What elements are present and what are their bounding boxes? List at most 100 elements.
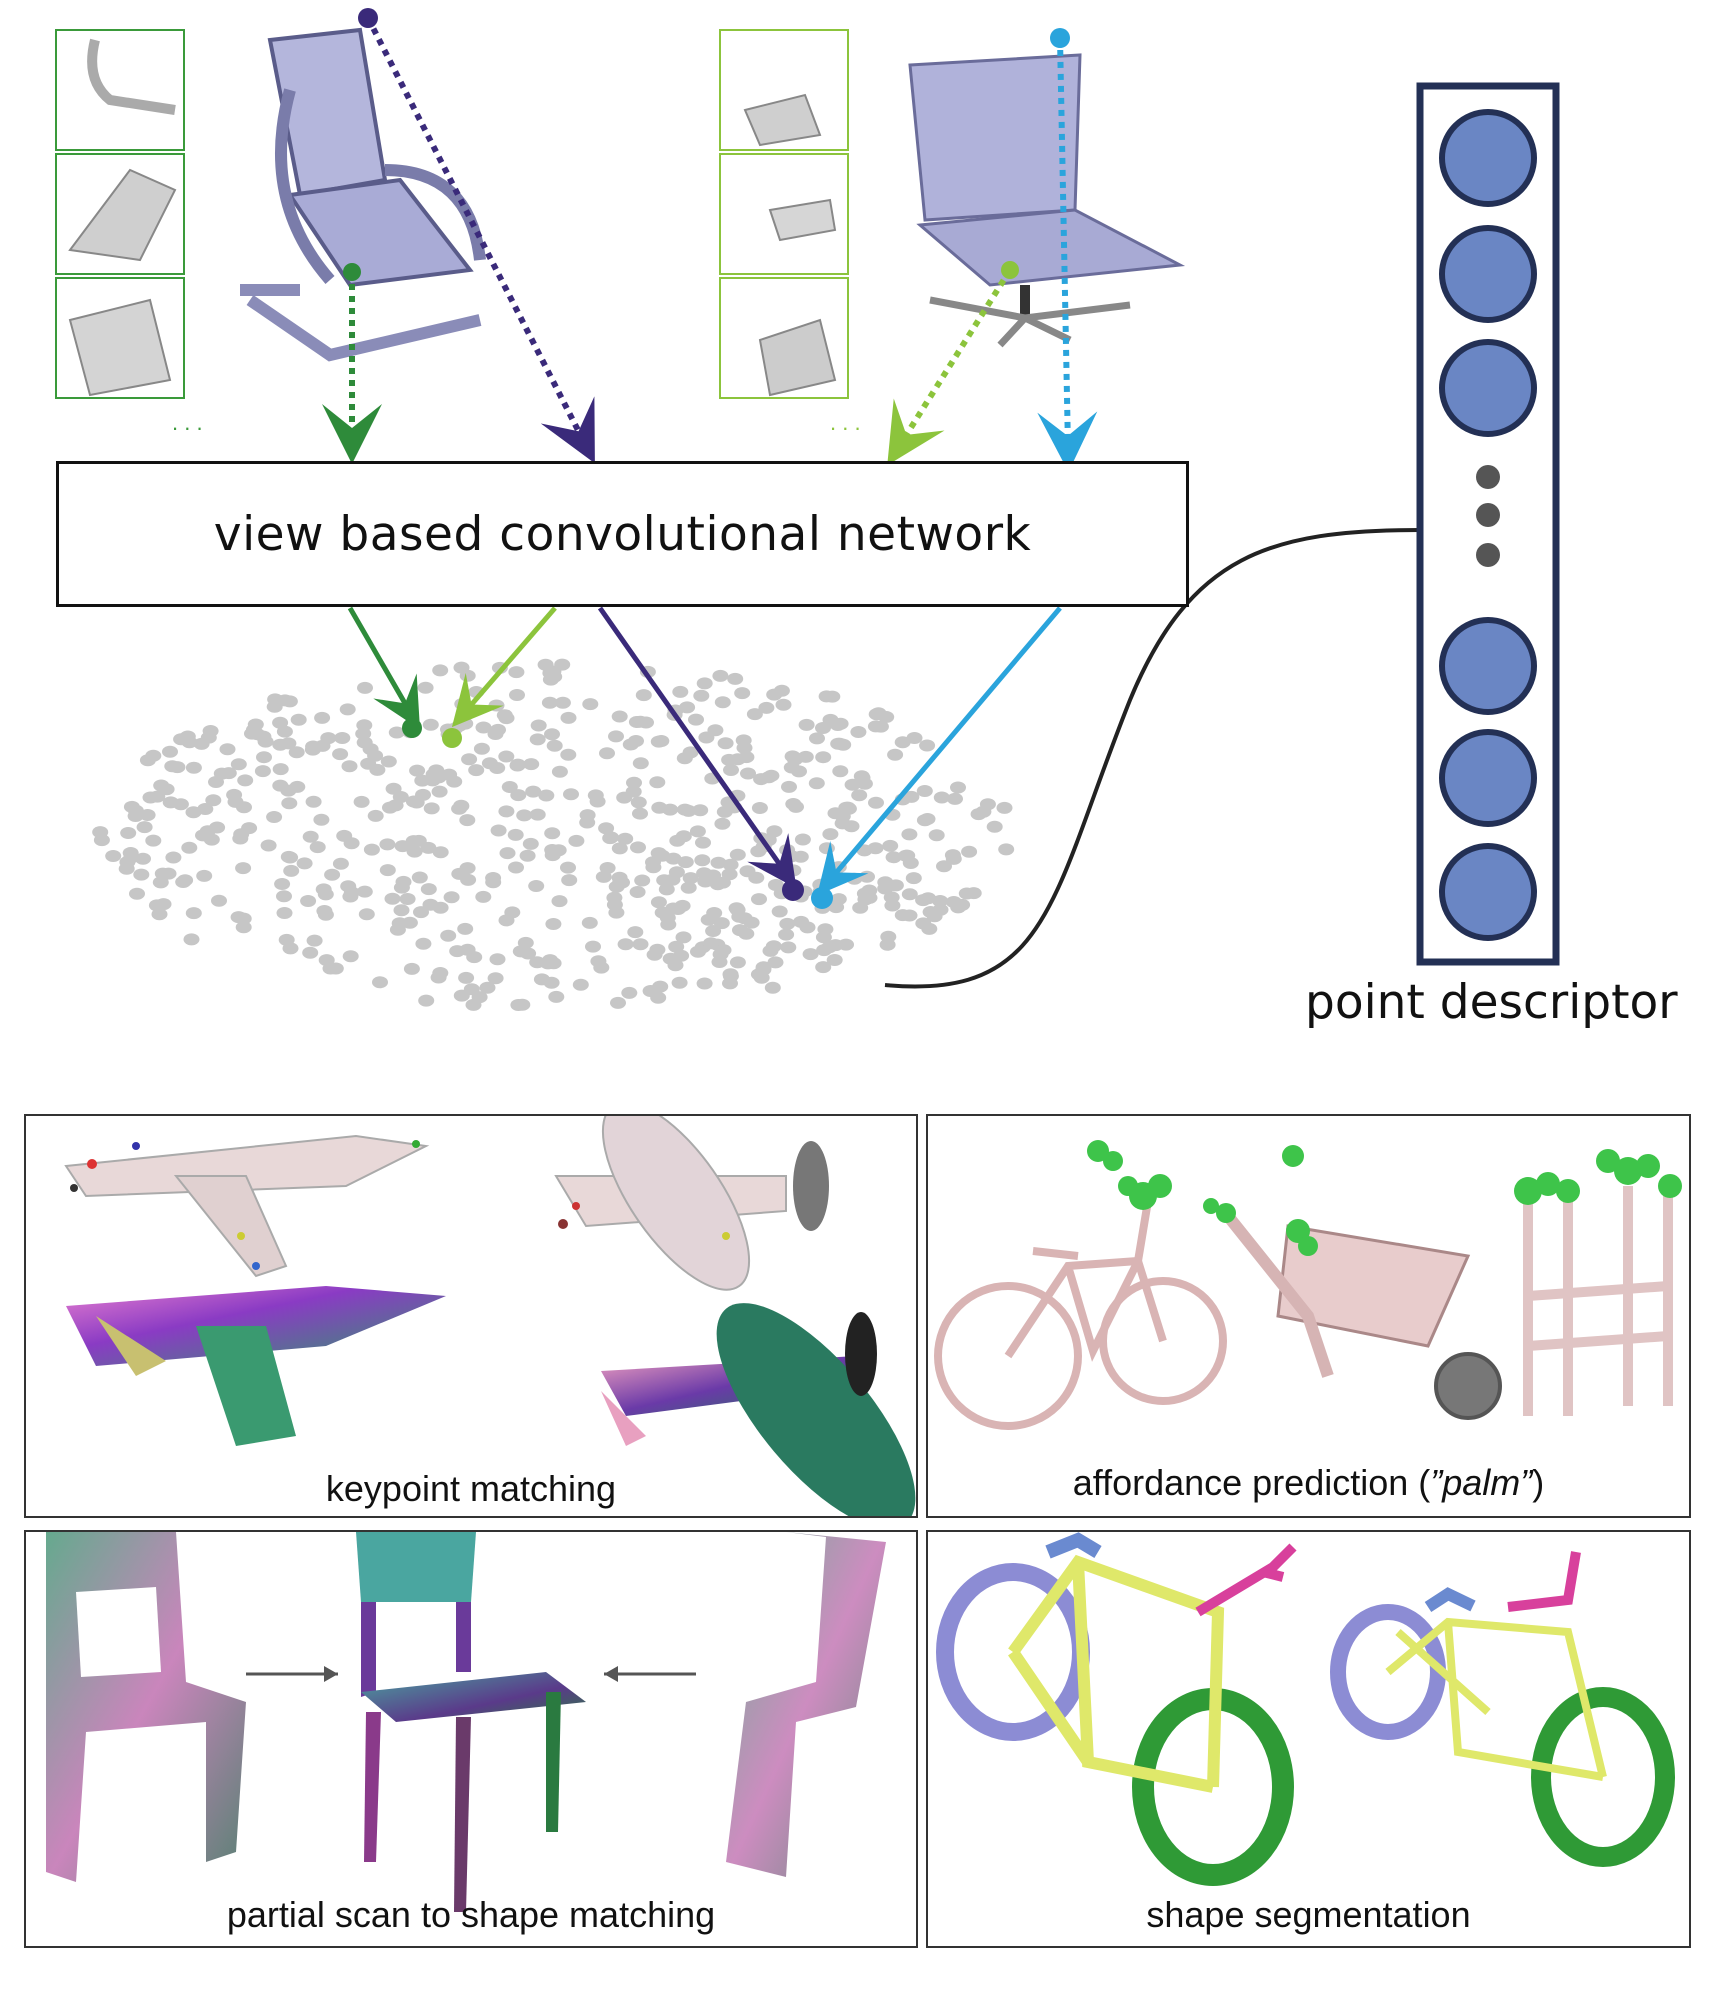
cloud-point [213,767,230,780]
cloud-point [341,760,358,773]
cloud-point [905,872,922,885]
ellipsis-dot [1476,503,1500,527]
cloud-point [289,780,306,793]
cloud-point [717,737,734,750]
cloud-point [746,708,763,721]
cloud-point [817,923,834,936]
cloud-point [332,748,349,761]
cloud-point [696,867,713,880]
cloud-point [230,911,247,924]
cloud-point [712,669,729,682]
cloud-point [589,795,606,808]
cloud-point [996,801,1013,814]
cloud-point [794,833,811,846]
cloud-point [230,758,247,771]
cloud-point [660,918,677,931]
descriptor-unit [1439,843,1537,941]
caption-keypoint-matching: keypoint matching [325,1468,617,1509]
cloud-point [610,996,626,1009]
descriptor-unit [1439,225,1537,323]
cloud-point [529,808,546,821]
cloud-point [903,790,920,803]
descriptor-unit [1439,109,1537,207]
cloud-point [172,798,189,811]
cloud-point [646,948,663,961]
cloud-point [582,698,599,711]
cloud-point [898,849,914,862]
segmentation-illustration [936,1532,1675,1886]
cloud-point [632,938,649,951]
cloud-point [267,693,284,706]
cloud-point [457,922,474,935]
descriptor-label: point descriptor [1305,975,1678,1030]
cloud-point [677,856,694,869]
cloud-point [195,829,211,842]
descriptor-connector [884,528,1421,989]
cloud-point [127,804,144,817]
cloud-point [868,796,884,809]
cloud-point [118,862,135,875]
cloud-point [652,980,669,993]
cloud-point [183,933,200,946]
cloud-point [457,717,474,730]
cloud-point [793,915,810,928]
cloud-point [135,852,151,865]
caption-partial-scan: partial scan to shape matching [226,1894,716,1935]
cloud-point [475,890,492,903]
cloud-point [740,767,756,780]
cloud-point [658,883,675,896]
cloud-point [766,688,783,701]
cloud-point [305,795,322,808]
cloud-point [551,895,568,908]
cloud-point [560,711,577,724]
cloud-point [453,989,470,1002]
cloud-point [538,789,555,802]
cloud-point [551,765,568,778]
cloud-point [544,827,561,840]
cloud-point [431,785,448,798]
cloud-point [665,902,682,915]
cloud-point [563,788,579,801]
cloud-point [290,713,307,726]
cloud-point [139,754,156,767]
cloud-point [850,726,867,738]
cloud-point [411,871,428,884]
cloud-point [671,976,688,989]
cloud-point [815,751,832,764]
cloud-point [906,732,923,744]
cloud-point [778,928,795,941]
panel-affordance-prediction: affordance prediction (”palm”) [926,1114,1691,1518]
cloud-point [296,857,313,870]
cloud-point [379,838,396,851]
cloud-point [808,777,825,790]
cloud-point [358,908,375,921]
cloud-point [441,768,458,781]
cloud-point [227,795,244,808]
cloud-point [765,940,782,953]
left-view-thumbnails: . . . [55,29,203,435]
cloud-point [274,878,291,890]
ellipsis-dot [1476,543,1500,567]
cloud-point [280,850,297,863]
cloud-point [832,765,849,778]
cloud-point [272,738,289,751]
cloud-point [276,890,292,903]
descriptor-unit [1439,729,1537,827]
cloud-point [877,882,894,895]
cloud-point [413,906,429,919]
cloud-point [729,848,746,861]
cloud-point [585,940,601,953]
cloud-point [843,820,860,833]
cloud-point [313,813,330,826]
cloud-point [388,726,405,739]
cloud-point [401,916,418,929]
cloud-point [851,789,868,802]
cloud-point [485,872,502,884]
cloud-point [541,696,558,709]
cloud-point [542,673,559,686]
cloud-point [627,926,644,939]
cloud-point [332,857,349,870]
cloud-point [950,901,967,914]
cloud-point [692,804,709,817]
cloud-point [509,689,525,701]
